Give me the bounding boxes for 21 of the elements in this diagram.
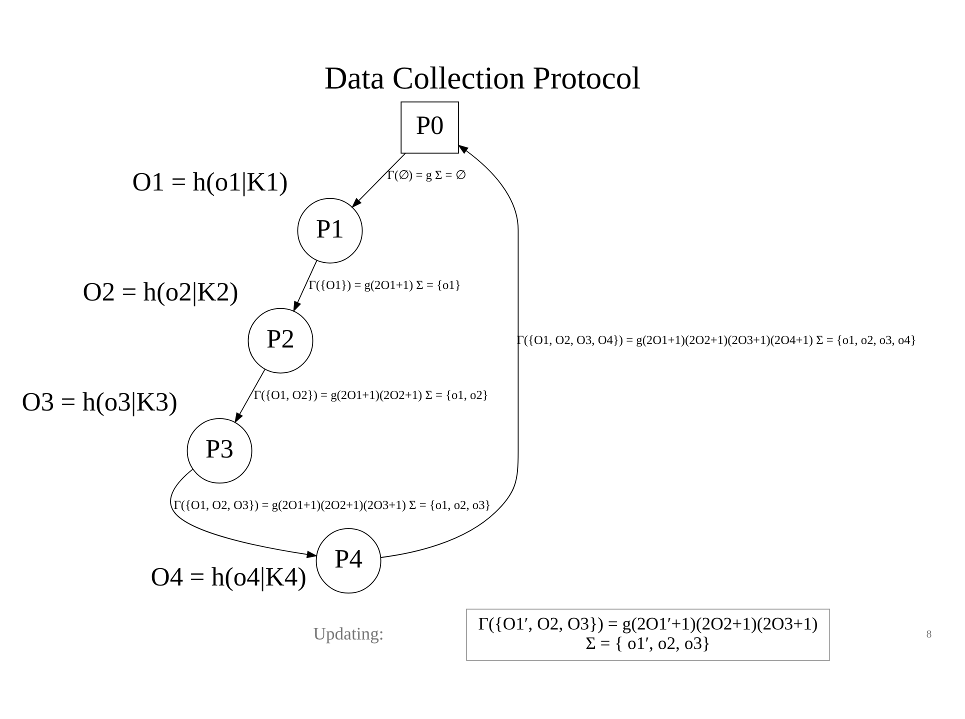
node-label: O4 = h(o4|K4) [150, 560, 306, 591]
node-box: Γ({O1′, O2, O3}) = g(2O1′+1)(2O2+1)(2O3+1) Σ = { o1′, o2, o3} [466, 608, 830, 660]
edge-label: Γ({O1, O2}) = g(2O1+1)(2O2+1) Σ = {o1, o2} [254, 388, 488, 402]
edge-label: Γ({O1}) = g(2O1+1) Σ = {o1} [308, 278, 461, 292]
edge-label: Γ({O1, O2, O3}) = g(2O1+1)(2O2+1)(2O3+1) Σ = {o1, o2, o3} [174, 498, 491, 512]
label: Updating: [313, 622, 384, 643]
node-circle: P3 [186, 418, 252, 484]
arrow [170, 468, 318, 558]
edge-label: Γ(∅) = g Σ = ∅ [387, 167, 466, 182]
arrow [380, 144, 519, 558]
node-circle: P2 [248, 308, 314, 373]
node-circle: P4 [316, 528, 382, 594]
node-label: O1 = h(o1|K1) [132, 166, 288, 196]
node-label: O3 = h(o3|K3) [22, 386, 178, 416]
diagram-title: Data Collection Protocol [324, 60, 641, 96]
arrow [293, 260, 318, 312]
label: 8 [926, 629, 932, 640]
node-box: P0 [400, 101, 459, 154]
arrow [234, 368, 266, 423]
node-label: O2 = h(o2|K2) [82, 276, 238, 306]
arrow [352, 152, 406, 208]
